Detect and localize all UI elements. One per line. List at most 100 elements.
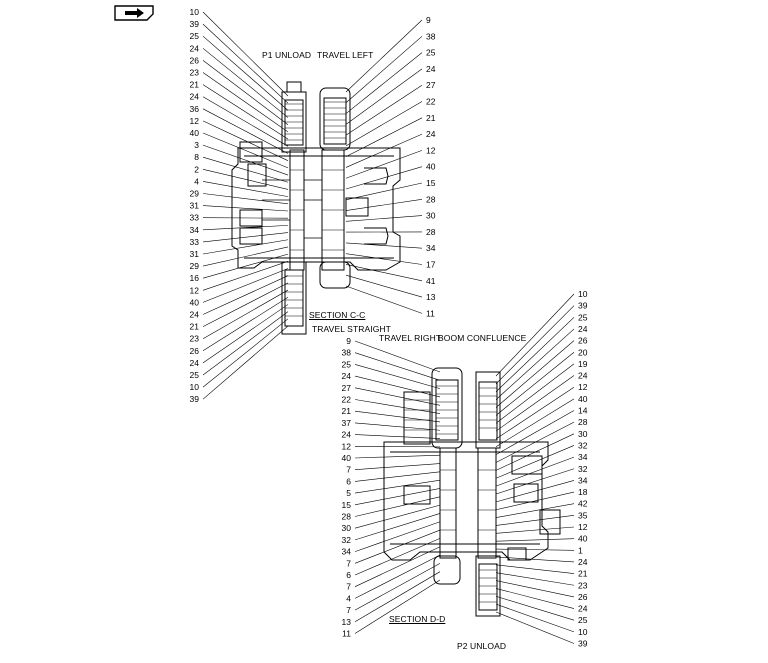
cc-right-leader-19 xyxy=(345,285,423,314)
cc-left-callout-24: 12 xyxy=(190,285,200,295)
cc-left-leader-24 xyxy=(202,261,289,291)
dd-left-callout-7: 21 xyxy=(342,406,352,416)
cc-right-callout-1: 9 xyxy=(426,15,431,25)
dd-left-callout-2: 38 xyxy=(342,348,352,358)
cc-left-callout-8: 24 xyxy=(190,92,200,102)
cc-left-leader-31 xyxy=(202,311,289,376)
dd-right-leader-10 xyxy=(495,398,575,448)
dd-right-leader-3 xyxy=(495,317,575,392)
dd-left-leader-11 xyxy=(354,454,441,459)
cc-left-leader-28 xyxy=(202,289,289,339)
cc-left-leader-33 xyxy=(202,325,289,400)
dd-right-callout-12: 28 xyxy=(578,417,588,427)
dd-right-callout-8: 24 xyxy=(578,371,588,381)
cc-right-callout-17: 41 xyxy=(426,276,436,286)
cc-left-callout-6: 23 xyxy=(190,68,200,78)
dd-right-leader-23 xyxy=(495,548,575,551)
nav-button[interactable] xyxy=(113,4,157,22)
dd-right-callout-21: 12 xyxy=(578,522,588,532)
dd-right-leader-19 xyxy=(495,503,575,518)
dd-left-leader-15 xyxy=(354,488,441,506)
cc-right-callout-13: 30 xyxy=(426,211,436,221)
dd-left-callout-11: 40 xyxy=(342,453,352,463)
dd-right-callout-23: 1 xyxy=(578,545,583,555)
cc-left-callout-30: 24 xyxy=(190,358,200,368)
cc-left-leader-25 xyxy=(202,268,289,303)
dd-right-leader-26 xyxy=(495,572,575,586)
dd-left-leader-2 xyxy=(354,352,441,381)
cc-left-leader-14 xyxy=(202,169,289,190)
cc-left-leader-1 xyxy=(202,11,289,97)
dd-left-callout-18: 32 xyxy=(342,535,352,545)
cc-left-leader-26 xyxy=(202,275,289,315)
dd-right-leader-1 xyxy=(495,293,575,377)
dd-right-leader-13 xyxy=(495,433,575,471)
dd-right-callout-15: 34 xyxy=(578,452,588,462)
cc-right-leader-10 xyxy=(345,166,423,190)
cc-left-callout-19: 34 xyxy=(190,225,200,235)
dd-left-leader-21 xyxy=(354,538,441,576)
dd-left-leader-22 xyxy=(354,546,441,587)
dd-left-leader-12 xyxy=(354,463,441,470)
dd-left-callout-16: 28 xyxy=(342,512,352,522)
cc-right-callout-15: 34 xyxy=(426,243,436,253)
dd-right-leader-4 xyxy=(495,328,575,400)
dd-left-leader-7 xyxy=(354,410,441,423)
dd-right-callout-27: 26 xyxy=(578,592,588,602)
cc-right-leader-12 xyxy=(345,199,423,211)
cc-right-leader-6 xyxy=(345,101,423,147)
dd-left-callout-14: 5 xyxy=(346,488,351,498)
cc-right-leader-13 xyxy=(345,215,423,222)
dd-right-leader-20 xyxy=(495,515,575,526)
dd-right-callout-5: 26 xyxy=(578,336,588,346)
cc-left-callout-11: 40 xyxy=(190,128,200,138)
cc-left-callout-18: 33 xyxy=(190,213,200,223)
cc-left-callout-13: 8 xyxy=(194,152,199,162)
dd-left-callout-25: 13 xyxy=(342,617,352,627)
dd-right-callout-3: 25 xyxy=(578,312,588,322)
dd-left-callout-24: 7 xyxy=(346,605,351,615)
cc-left-callout-2: 39 xyxy=(190,19,200,29)
cc-left-leader-21 xyxy=(202,239,289,255)
cc-left-callout-23: 16 xyxy=(190,273,200,283)
cc-right-callout-12: 28 xyxy=(426,194,436,204)
dd-right-leader-24 xyxy=(495,556,575,563)
dd-right-leader-21 xyxy=(495,526,575,534)
dd-left-leader-8 xyxy=(354,422,441,431)
dd-right-callout-25: 21 xyxy=(578,569,588,579)
dd-right-callout-18: 18 xyxy=(578,487,588,497)
cc-left-callout-9: 36 xyxy=(190,104,200,114)
cc-left-callout-15: 4 xyxy=(194,176,199,186)
cc-left-callout-1: 10 xyxy=(190,7,200,17)
dd-left-leader-23 xyxy=(354,554,441,599)
dd-right-callout-26: 23 xyxy=(578,580,588,590)
cc-right-leader-7 xyxy=(345,117,423,157)
dd-left-leader-1 xyxy=(354,340,441,373)
dd-left-leader-19 xyxy=(354,521,441,552)
cc-right-leader-17 xyxy=(345,264,423,282)
cc-left-leader-16 xyxy=(202,193,289,205)
dd-right-leader-25 xyxy=(495,564,575,574)
cc-right-callout-8: 24 xyxy=(426,129,436,139)
cc-left-leader-15 xyxy=(202,181,289,197)
dd-right-leader-12 xyxy=(495,421,575,463)
cc-left-leader-19 xyxy=(202,225,289,231)
dd-left-callout-26: 11 xyxy=(342,629,351,639)
section-cc-body xyxy=(231,81,401,335)
cc-right-leader-5 xyxy=(345,84,423,136)
dd-right-leader-27 xyxy=(495,580,575,598)
cc-left-callout-17: 31 xyxy=(190,201,200,211)
dd-right-leader-9 xyxy=(495,386,575,440)
dd-right-callout-28: 24 xyxy=(578,604,588,614)
cc-right-callout-3: 25 xyxy=(426,48,436,58)
section-dd-body xyxy=(383,367,561,617)
dd-right-callout-19: 42 xyxy=(578,499,588,509)
cc-left-callout-12: 3 xyxy=(194,140,199,150)
cc-left-leader-6 xyxy=(202,72,289,133)
cc-left-leader-12 xyxy=(202,144,289,176)
cc-right-callout-4: 24 xyxy=(426,64,436,74)
cc-left-callout-26: 24 xyxy=(190,310,200,320)
dd-left-leader-16 xyxy=(354,496,441,517)
dd-left-callout-19: 34 xyxy=(342,547,352,557)
dd-left-callout-10: 12 xyxy=(342,441,352,451)
